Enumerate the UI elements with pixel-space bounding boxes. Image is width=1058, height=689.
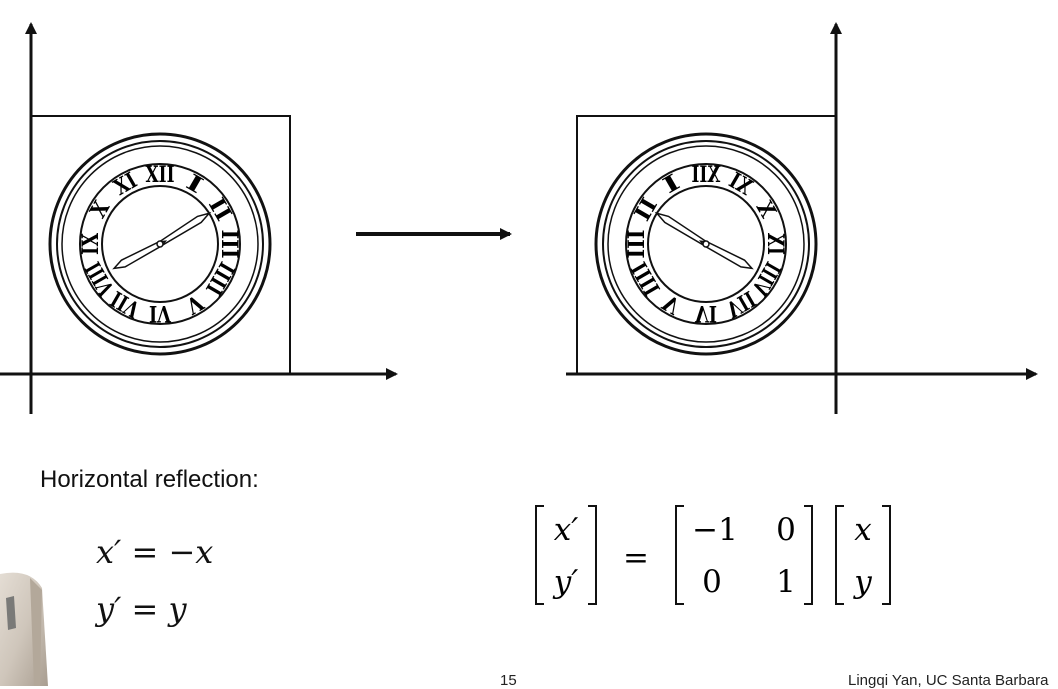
- bracket: [675, 505, 684, 605]
- equation-y: y′ = y: [96, 590, 187, 628]
- left-image-frame: [30, 115, 291, 375]
- matrix-equation: x′ y′ = −1 0 0 1 x y: [535, 505, 891, 605]
- rhs-x: x: [854, 512, 872, 548]
- equation-x: x′ = −x: [96, 533, 214, 571]
- bracket: [588, 505, 597, 605]
- rhs-y: y: [852, 564, 872, 600]
- clock-ring: [61, 145, 259, 343]
- slide-credit: Lingqi Yan, UC Santa Barbara: [848, 672, 1049, 689]
- clock-numeral: XII: [146, 162, 175, 188]
- clock-numeral: XII: [692, 162, 721, 188]
- clock-numeral: III: [624, 230, 650, 259]
- matrix-m12: 0: [776, 512, 796, 548]
- clock-numeral: IX: [78, 232, 104, 255]
- bracket: [882, 505, 891, 605]
- clock-numeral: IX: [762, 232, 788, 255]
- matrix-m22: 1: [776, 564, 796, 600]
- clock-ring: [607, 145, 805, 343]
- clock-numeral-ring: [625, 163, 787, 325]
- clock-numeral: VI: [694, 300, 717, 326]
- bracket: [804, 505, 813, 605]
- presenter-video-thumbnail: [0, 572, 48, 686]
- matrix-m21: 0: [702, 564, 722, 600]
- bracket: [835, 505, 844, 605]
- right-image-frame: [576, 115, 837, 375]
- lhs-y-prime: y′: [552, 564, 579, 600]
- caption: Horizontal reflection:: [40, 466, 259, 493]
- clock-ring: [602, 140, 810, 348]
- clock-numeral-ring: [79, 163, 241, 325]
- matrix-m11: −1: [692, 512, 738, 548]
- clock-center-pin: [156, 240, 164, 248]
- clock-numeral: VI: [149, 300, 172, 326]
- clock-ring: [56, 140, 264, 348]
- clock-numeral: III: [216, 230, 242, 259]
- lhs-x-prime: x′: [554, 512, 579, 548]
- clock-center-pin: [702, 240, 710, 248]
- equals-sign: =: [623, 540, 649, 576]
- bracket: [535, 505, 544, 605]
- page-number: 15: [500, 672, 517, 689]
